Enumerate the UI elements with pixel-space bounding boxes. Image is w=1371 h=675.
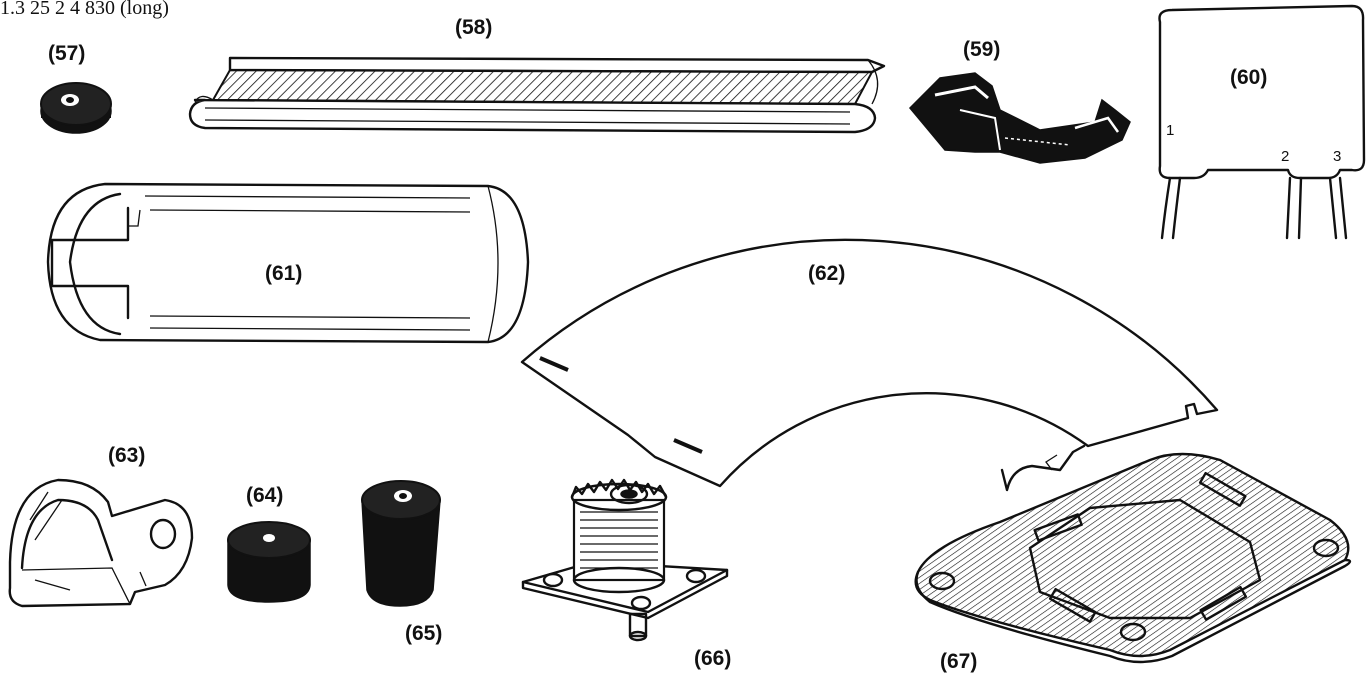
part-59-label: (59)	[963, 38, 1000, 61]
part-67-label: (67)	[940, 650, 977, 673]
part-60-pin-1: 1	[1166, 122, 1174, 139]
part-64-short-spacer-icon	[227, 521, 311, 603]
part-60-pin-2: 2	[1281, 148, 1289, 165]
part-60-three-lead-component-icon	[1158, 4, 1366, 240]
part-61-notched-tube-icon	[46, 182, 530, 344]
part-66-label: (66)	[694, 647, 731, 670]
part-60-pin-3: 3	[1333, 148, 1341, 165]
part-57-label: (57)	[48, 42, 85, 65]
part-58-channel-strip-icon	[188, 56, 886, 134]
part-65-label: (65)	[405, 622, 442, 645]
part-63-cable-clamp-icon	[8, 478, 194, 608]
part-58-label: (58)	[455, 16, 492, 39]
part-64-label: (64)	[246, 484, 283, 507]
part-62-arc-dial-plate-icon	[520, 238, 1219, 492]
part-63-label: (63)	[108, 444, 145, 467]
part-59-spring-clip-icon	[908, 72, 1131, 164]
part-66-coax-socket-icon	[521, 478, 729, 642]
header-fragment: 1.3 25 2 4 830 (long)	[0, 0, 169, 19]
part-62-label: (62)	[808, 262, 845, 285]
part-65-tall-spacer-icon	[361, 480, 441, 607]
part-61-label: (61)	[265, 262, 302, 285]
part-57-grommet-icon	[40, 82, 112, 134]
part-67-gasket-plate-icon	[914, 452, 1352, 664]
part-60-label: (60)	[1230, 66, 1267, 89]
